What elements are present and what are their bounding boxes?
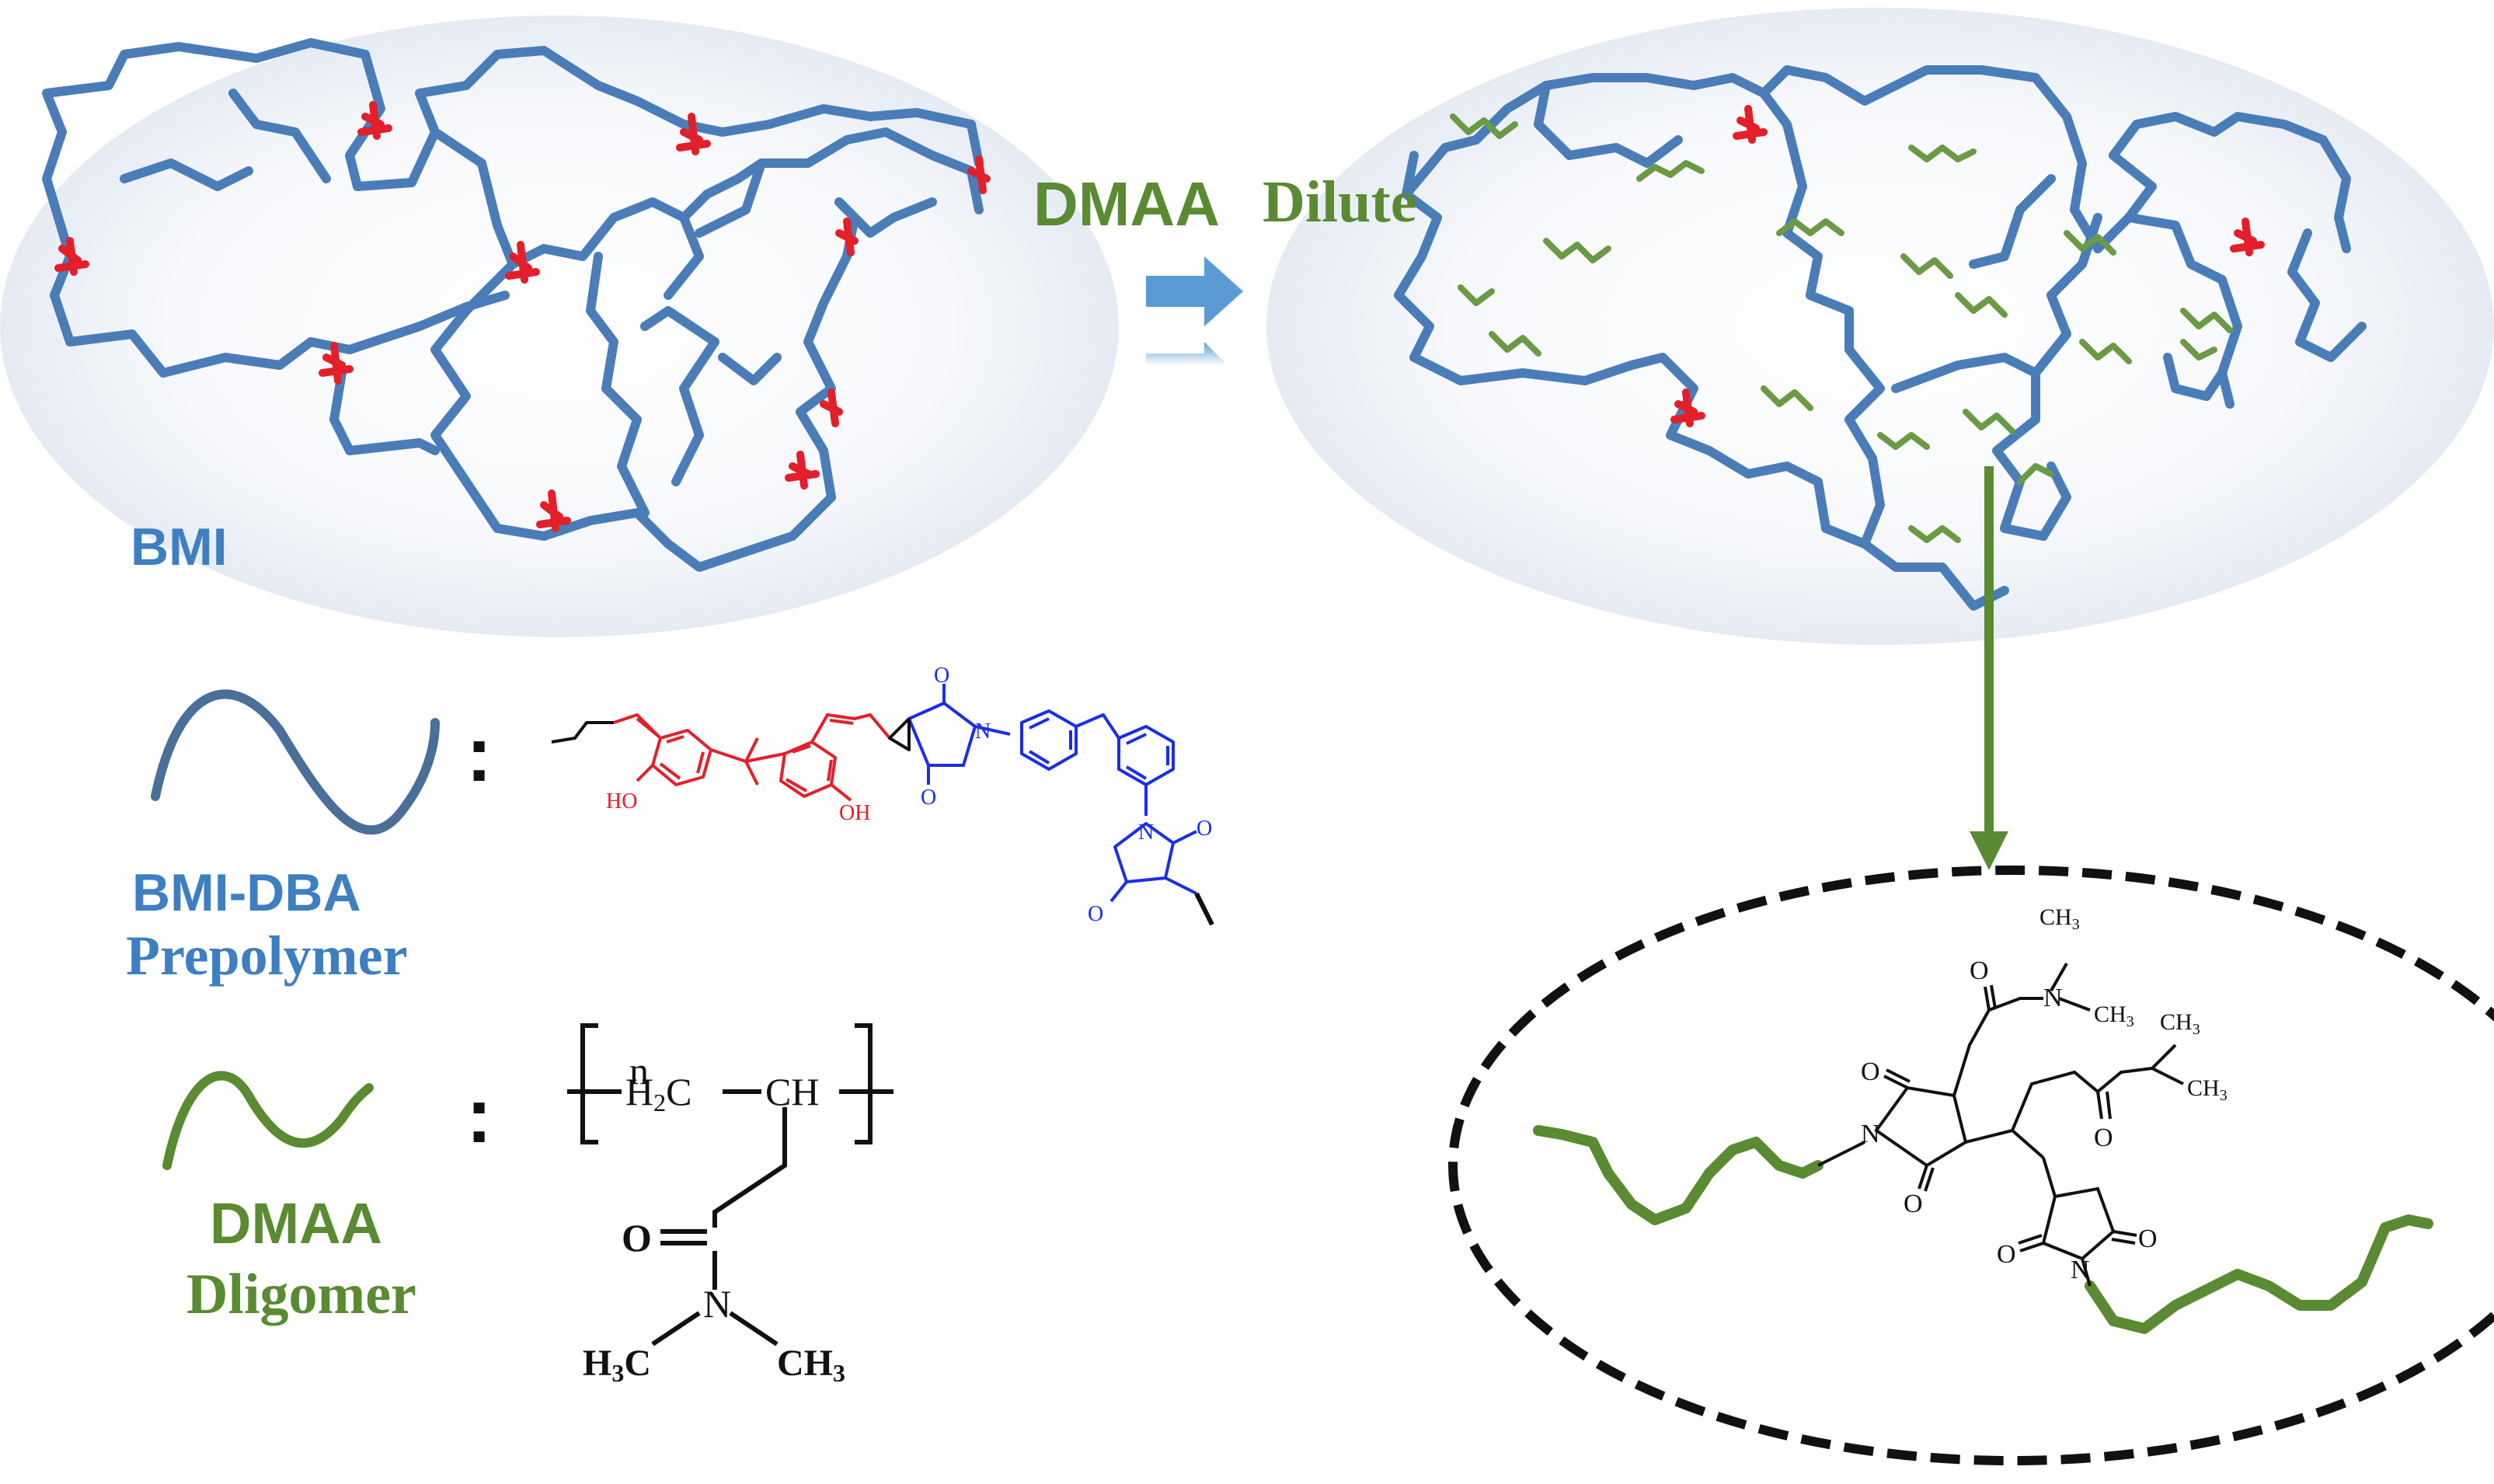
bmi-dba-structure <box>551 684 1214 926</box>
bmi-dba-o4: O <box>1088 902 1103 926</box>
bmi-crosslinks <box>54 101 991 532</box>
zoom-o-imide2: O <box>1904 1190 1923 1218</box>
dmaa-structure <box>567 1023 893 1346</box>
zoom-arrow <box>1970 466 2008 870</box>
zoom-chem-structure <box>1817 963 2184 1287</box>
dmaa-ch: CH <box>765 1070 819 1113</box>
zoom-o-imide3: O <box>1997 1240 2016 1269</box>
zoom-n-imide2: N <box>2071 1256 2090 1284</box>
zoom-o-imide1: O <box>1861 1057 1880 1086</box>
bmi-dba-wave-icon <box>151 689 440 835</box>
dmaa-h3c: H3C <box>583 1343 651 1387</box>
bmi-dba-n2: N <box>1138 820 1154 845</box>
dmaa-wave-icon <box>162 1071 374 1170</box>
zoom-o-ketone: O <box>2094 1123 2113 1152</box>
dmaa-ch3: CH3 <box>777 1343 845 1387</box>
zoom-o-imide4: O <box>2138 1224 2158 1253</box>
left-network-ellipse <box>0 16 1119 637</box>
bmi-label: BMI <box>131 517 228 577</box>
zoom-oligomer-chains <box>1533 1125 2433 1334</box>
zoom-ch3-top: CH3 <box>2039 904 2080 933</box>
process-arrow <box>1146 256 1243 365</box>
zoom-o-amide: O <box>1970 956 1989 985</box>
dmaa-dilute-label-dmaa: DMAA <box>1033 169 1220 239</box>
legend-colon-1: : <box>466 711 492 798</box>
dmaa-n: N <box>703 1282 731 1325</box>
dmaa-h2c: H2C <box>625 1070 691 1116</box>
dmaa-oligomer-label: DMAA <box>210 1191 382 1256</box>
bmi-dba-o1: O <box>934 664 949 688</box>
bmi-dba-oh: OH <box>839 801 870 825</box>
zoom-ellipse <box>1448 866 2494 1465</box>
right-network-ellipse <box>1266 8 2494 645</box>
zoom-ch3-top2: CH3 <box>2094 1002 2134 1030</box>
bmi-dba-o3: O <box>1196 817 1212 841</box>
prepolymer-label: Prepolymer <box>126 925 408 987</box>
dmaa-dilute-label-dilute: Dilute <box>1263 169 1416 235</box>
dmaa-n-subscript: n <box>629 1049 649 1092</box>
bmi-network <box>42 38 984 572</box>
zoom-ch3-right1: CH3 <box>2160 1009 2200 1038</box>
dmaa-oligomers <box>1450 113 2233 543</box>
bmi-dba-o2: O <box>921 786 936 810</box>
bmi-dba-label: BMI-DBA <box>132 863 361 922</box>
legend-colon-2: : <box>466 1072 492 1159</box>
diluted-crosslinks <box>1670 105 2265 427</box>
dligomer-label: Dligomer <box>186 1263 416 1326</box>
dmaa-o: O <box>622 1216 652 1259</box>
bmi-dba-ho: HO <box>606 789 637 813</box>
bmi-dba-n1: N <box>975 719 991 744</box>
zoom-n-top: N <box>2043 984 2063 1012</box>
zoom-n-imide1: N <box>1861 1120 1880 1148</box>
zoom-ch3-right2: CH3 <box>2187 1075 2228 1104</box>
diluted-network <box>1394 65 2367 611</box>
